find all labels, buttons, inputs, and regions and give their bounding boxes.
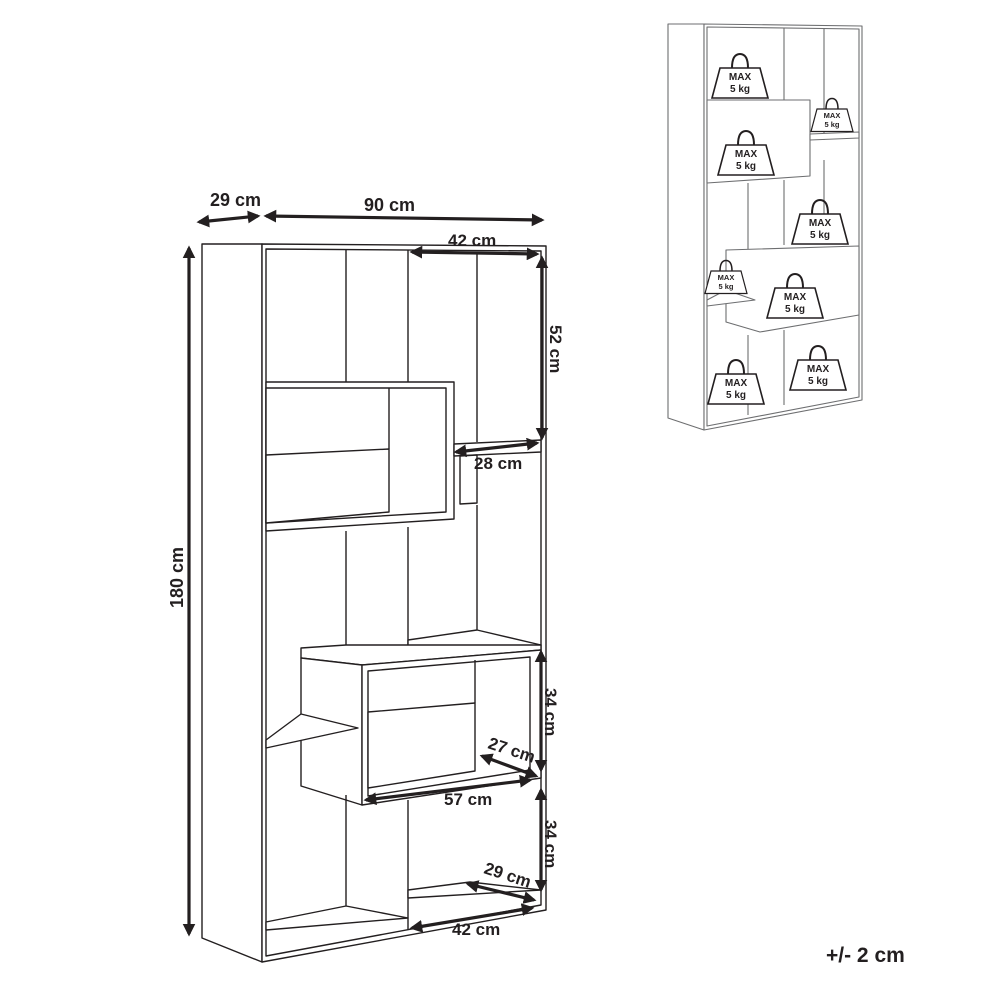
width-label: 90 cm bbox=[364, 195, 415, 215]
bottom-shelf-height-label: 34 cm bbox=[541, 820, 560, 868]
svg-text:MAX: MAX bbox=[735, 149, 758, 160]
side-panel bbox=[201, 243, 263, 963]
top-shelf-depth-arrow bbox=[453, 437, 540, 458]
thumb-side bbox=[667, 23, 705, 431]
svg-text:5 kg: 5 kg bbox=[785, 304, 805, 315]
weight-icon: MAX 5 kg bbox=[790, 198, 850, 245]
svg-text:5 kg: 5 kg bbox=[718, 282, 733, 291]
svg-text:5 kg: 5 kg bbox=[824, 120, 839, 129]
svg-text:5 kg: 5 kg bbox=[808, 376, 828, 387]
width-arrow bbox=[263, 209, 545, 227]
weight-icon: MAX 5 kg bbox=[765, 272, 825, 319]
svg-text:5 kg: 5 kg bbox=[736, 161, 756, 172]
weight-icon: MAX 5 kg bbox=[716, 129, 776, 176]
mid-box-depth-arrow bbox=[479, 753, 539, 779]
svg-text:MAX: MAX bbox=[784, 292, 807, 303]
svg-text:MAX: MAX bbox=[729, 72, 752, 83]
weight-icon: MAX 5 kg bbox=[706, 358, 766, 405]
svg-text:MAX: MAX bbox=[824, 111, 841, 120]
top-shelf-width-arrow bbox=[409, 245, 540, 261]
svg-text:MAX: MAX bbox=[725, 378, 748, 389]
svg-text:MAX: MAX bbox=[809, 218, 832, 229]
depth-label: 29 cm bbox=[210, 190, 261, 210]
mid-box-width-label: 57 cm bbox=[444, 790, 492, 809]
tolerance-note: +/- 2 cm bbox=[826, 944, 905, 967]
bottom-shelf-depth-arrow bbox=[465, 880, 537, 904]
top-shelf-height-label: 52 cm bbox=[546, 325, 565, 373]
weight-icon: MAX 5 kg bbox=[704, 259, 748, 295]
left-small-shelf bbox=[265, 713, 359, 749]
upper-box-back bbox=[265, 448, 390, 524]
bottom-shelf-width-arrow bbox=[409, 903, 535, 933]
depth-arrow bbox=[196, 210, 261, 228]
lower-box-back bbox=[367, 702, 476, 789]
weight-icons: MAX 5 kg MAX 5 kg MAX 5 kg MAX 5 kg MAX … bbox=[704, 52, 854, 405]
height-label: 180 cm bbox=[167, 547, 187, 608]
svg-text:MAX: MAX bbox=[807, 364, 830, 375]
dimension-arrows bbox=[182, 209, 549, 937]
svg-text:5 kg: 5 kg bbox=[730, 84, 750, 95]
bottom-left-shelf bbox=[265, 905, 409, 931]
weight-icon: MAX 5 kg bbox=[710, 52, 770, 99]
top-shelf-width-label: 42 cm bbox=[448, 231, 496, 250]
bottom-shelf-width-label: 42 cm bbox=[452, 920, 500, 939]
svg-text:5 kg: 5 kg bbox=[726, 390, 746, 401]
main-bookcase bbox=[201, 243, 547, 963]
svg-text:MAX: MAX bbox=[718, 273, 735, 282]
thumb-shelf-1 bbox=[809, 131, 860, 141]
mid-box-height-label: 34 cm bbox=[541, 688, 560, 736]
inner-cavity bbox=[265, 248, 542, 957]
weight-icon: MAX 5 kg bbox=[788, 344, 848, 391]
weight-icon: MAX 5 kg bbox=[810, 97, 854, 133]
svg-text:5 kg: 5 kg bbox=[810, 230, 830, 241]
mid-box-width-arrow bbox=[363, 774, 533, 806]
top-shelf-depth-label: 28 cm bbox=[474, 454, 522, 473]
